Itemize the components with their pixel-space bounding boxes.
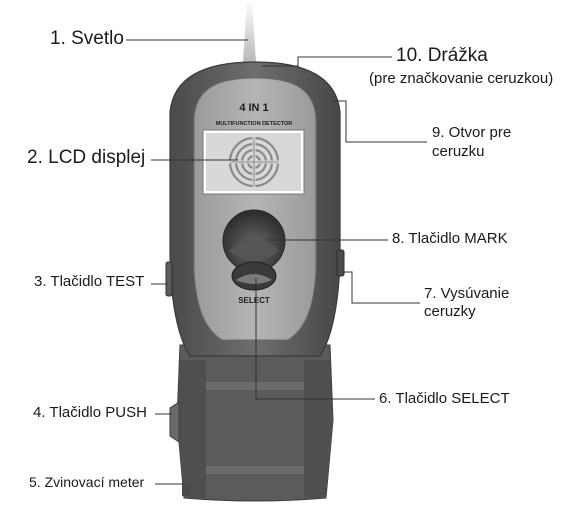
- label-select: 6. Tlačidlo SELECT: [379, 390, 510, 407]
- leader-slide: [344, 271, 420, 304]
- label-light: 1. Svetlo: [50, 28, 124, 49]
- grip-band-upper: [180, 382, 330, 390]
- label-groove: 10. Drážka: [396, 45, 488, 66]
- grip-band-lower: [182, 466, 328, 474]
- grip-right-side: [304, 360, 333, 498]
- label-mark: 8. Tlačidlo MARK: [392, 230, 508, 247]
- grip-left-side: [177, 360, 206, 498]
- mark-button-highlight: [229, 238, 279, 261]
- label-slide-line2: ceruzky: [424, 303, 476, 320]
- device-title: 4 IN 1: [239, 102, 268, 114]
- label-tape: 5. Zvinovací meter: [29, 474, 145, 490]
- select-button-label: SELECT: [238, 296, 270, 305]
- label-hole-line2: ceruzku: [432, 143, 485, 160]
- light-beam: [243, 0, 256, 62]
- label-test: 3. Tlačidlo TEST: [34, 273, 145, 290]
- leader-lines: [126, 39, 427, 485]
- leader-select: [255, 278, 375, 400]
- label-push: 4. Tlačidlo PUSH: [33, 404, 147, 421]
- lcd-target-icon: [228, 136, 280, 188]
- tape-measure[interactable]: [182, 484, 190, 496]
- device-subtitle: MULTIFUNCTION DETECTOR: [216, 121, 293, 127]
- leader-groove: [262, 56, 392, 67]
- label-groove-note: (pre značkovanie ceruzkou): [369, 70, 554, 87]
- label-lcd: 2. LCD displej: [27, 147, 146, 168]
- pencil-slider[interactable]: [336, 249, 345, 277]
- leader-hole: [333, 100, 427, 143]
- label-slide-line1: 7. Vysúvanie: [424, 285, 510, 302]
- test-button[interactable]: [165, 261, 173, 297]
- push-button[interactable]: [169, 401, 180, 443]
- select-button-highlight: [236, 274, 272, 284]
- label-hole-line1: 9. Otvor pre: [432, 124, 512, 141]
